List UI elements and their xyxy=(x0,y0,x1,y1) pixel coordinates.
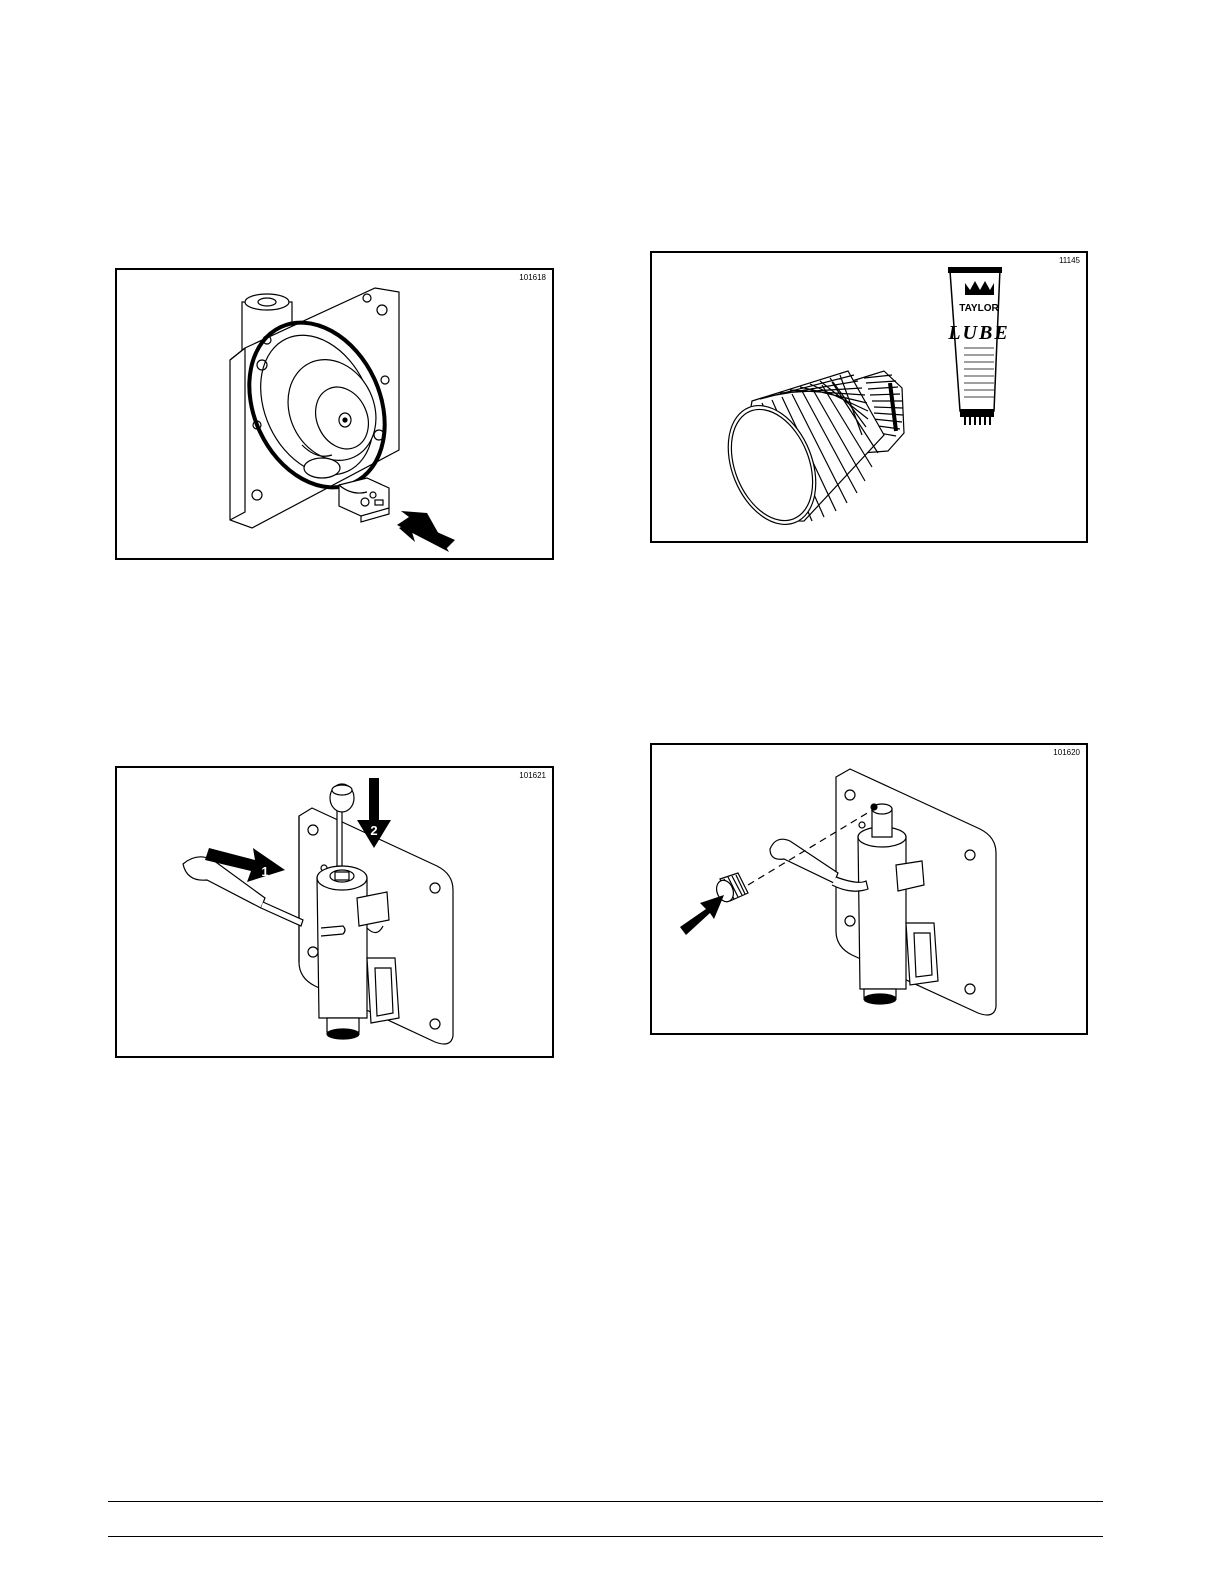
lube-brand: TAYLOR xyxy=(959,303,999,314)
figure-valve-cap-install: 101620 xyxy=(650,743,1088,1035)
taylor-lube-tube: TAYLOR LUBE xyxy=(947,267,1009,425)
callout-1: 1 xyxy=(261,864,268,879)
figure-valve-plate-clip: 101618 xyxy=(115,268,554,560)
lube-product: LUBE xyxy=(947,322,1009,344)
figure-valve-pin-install: 101621 xyxy=(115,766,554,1058)
valve-cap-illustration xyxy=(652,745,1086,1033)
figure-cap-and-lube: 11145 TAYLOR LUBE xyxy=(650,251,1088,543)
cap-illustration: TAYLOR LUBE xyxy=(652,253,1086,541)
callout-2: 2 xyxy=(370,823,377,838)
valve-plate-illustration xyxy=(117,270,552,558)
footer-rule-top xyxy=(108,1501,1103,1502)
footer-rule-bottom xyxy=(108,1536,1103,1537)
valve-pin-illustration: 1 2 xyxy=(117,768,552,1056)
